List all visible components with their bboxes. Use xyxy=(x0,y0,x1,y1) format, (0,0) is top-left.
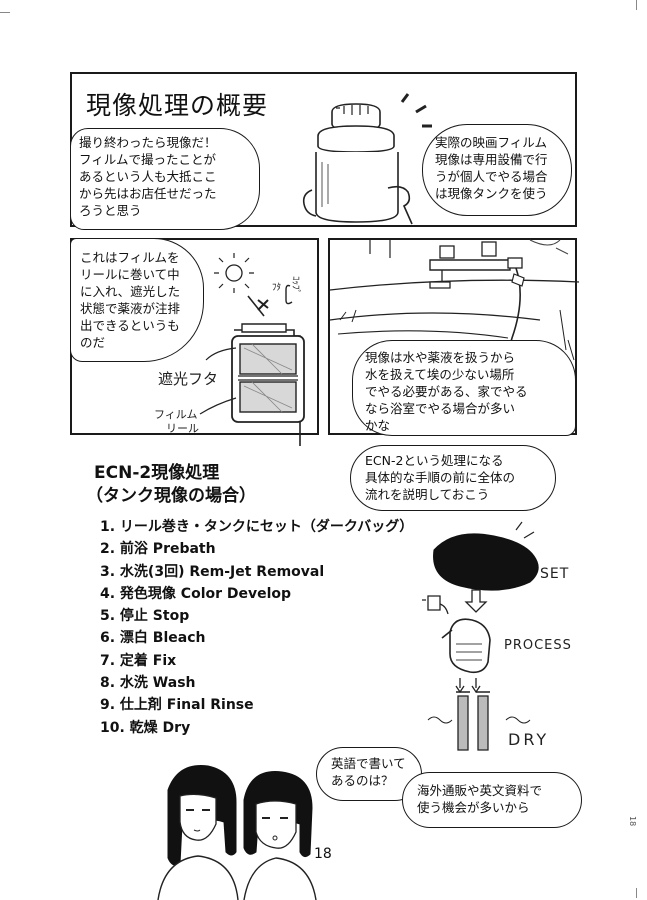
label-cup-cap: ｺｯﾌﾟ xyxy=(290,276,300,294)
bubble-line: 海外通販や英文資料で xyxy=(417,783,543,798)
bubble-line: 現像は水や薬液を扱うから xyxy=(365,350,516,365)
process-flow-illustration xyxy=(422,521,539,751)
label-set: SET xyxy=(540,566,570,582)
bubble-line: に入れ、遮光した xyxy=(80,284,181,299)
tank-reel-diagram xyxy=(199,253,305,446)
label-reel: リール xyxy=(166,422,199,435)
process-steps-list: 1. リール巻き・タンクにセット（ダークバッグ） 2. 前浴 Prebath 3… xyxy=(100,516,413,739)
speech-bubble-film-tank: 実際の映画フィルム 現像は専用設備で行 うが個人でやる場合 は現像タンクを使う xyxy=(422,124,572,216)
crop-mark-top-right xyxy=(636,0,637,10)
bubble-line: フィルムで撮ったことが xyxy=(79,152,217,167)
speech-bubble-question: 英語で書いて あるのは？ xyxy=(316,747,422,801)
bubble-line: うが個人でやる場合 xyxy=(435,169,548,184)
speech-bubble-bathroom: 現像は水や薬液を扱うから 水を扱えて埃の少ない場所 でやる必要がある、家でやる … xyxy=(352,340,576,436)
bubble-line: かな xyxy=(365,418,391,433)
bubble-line: でやる必要がある、家でやる xyxy=(365,384,528,399)
bubble-line: 実際の映画フィルム xyxy=(435,135,548,150)
bubble-line: あるのは？ xyxy=(331,773,394,788)
speech-bubble-tank-explain: これはフィルムを リールに巻いて中 に入れ、遮光した 状態で薬液が注排 出できる… xyxy=(70,238,204,362)
list-item: 7. 定着 Fix xyxy=(100,652,177,669)
label-cup: ｺｯﾌﾟ xyxy=(290,276,300,295)
bubble-line: なら浴室でやる場合が多い xyxy=(365,401,516,416)
list-item: 6. 漂白 Bleach xyxy=(100,630,206,647)
bubble-line: リールに巻いて中 xyxy=(80,267,180,282)
margin-page-number: 18 xyxy=(628,816,637,827)
characters-illustration xyxy=(157,765,317,900)
section-title-line1: ECN-2現像処理 xyxy=(94,463,220,483)
speech-bubble-ecn2: ECN-2という処理になる 具体的な手順の前に全体の 流れを説明しておこう xyxy=(350,445,556,511)
section-title: ECN-2現像処理 （タンク現像の場合） xyxy=(86,462,256,508)
developing-tank-illustration xyxy=(302,93,432,225)
speech-bubble-answer: 海外通販や英文資料で 使う機会が多いから xyxy=(402,772,582,828)
bubble-line: あるという人も大抵ここ xyxy=(79,169,217,184)
bubble-line: これはフィルムを xyxy=(80,250,180,265)
page-title: 現像処理の概要 xyxy=(86,91,269,120)
panel-bathroom: 現像は水や薬液を扱うから 水を扱えて埃の少ない場所 でやる必要がある、家でやる … xyxy=(328,238,580,436)
list-item: 2. 前浴 Prebath xyxy=(100,541,216,558)
bubble-line: 撮り終わったら現像だ！ xyxy=(79,135,217,150)
bubble-line: ECN-2という処理になる xyxy=(365,453,504,468)
bubble-line: 現像は専用設備で行 xyxy=(435,152,548,167)
section-title-line2: （タンク現像の場合） xyxy=(86,486,256,506)
bubble-line: 流れを説明しておこう xyxy=(365,487,490,502)
list-item: 8. 水洗 Wash xyxy=(100,675,196,692)
label-shade-cap: 遮光フタ xyxy=(158,370,219,388)
bubble-line: 英語で書いて xyxy=(331,756,406,771)
crop-mark-bottom-right xyxy=(636,888,637,898)
bubble-line: から先はお店任せだった xyxy=(79,186,217,201)
label-film: フィルム xyxy=(154,408,198,421)
panel-overview: 現像処理の概要 撮り終わったら現像だ！ フィルムで撮ったことが あるという人も大… xyxy=(70,72,577,230)
list-item: 5. 停止 Stop xyxy=(100,608,190,625)
bubble-line: 使う機会が多いから xyxy=(417,800,530,815)
label-dry: DRY xyxy=(508,730,550,749)
list-item: 1. リール巻き・タンクにセット（ダークバッグ） xyxy=(100,519,414,535)
bubble-line: は現像タンクを使う xyxy=(435,186,548,201)
label-process: PROCESS xyxy=(504,638,572,653)
list-item: 3. 水洗(3回) Rem-Jet Removal xyxy=(100,563,325,580)
list-item: 10. 乾燥 Dry xyxy=(100,719,191,736)
crop-mark-top-left xyxy=(0,12,10,13)
list-item: 9. 仕上剤 Final Rinse xyxy=(100,697,254,714)
bubble-line: 水を扱えて埃の少ない場所 xyxy=(365,367,515,382)
bubble-line: 出できるというも xyxy=(80,318,180,333)
list-item: 4. 発色現像 Color Develop xyxy=(100,585,292,602)
bubble-line: 具体的な手順の前に全体の xyxy=(365,470,516,485)
panel-tank-diagram: ｺｯﾌﾟ ﾌﾀ 遮光フタ フィルム リール これはフィルムを リールに巻いて中 … xyxy=(70,238,319,446)
bathroom-faucet-illustration xyxy=(329,239,580,429)
bubble-line: のだ xyxy=(80,335,106,350)
page-number: 18 xyxy=(314,846,332,862)
speech-bubble-intro: 撮り終わったら現像だ！ フィルムで撮ったことが あるという人も大抵ここ から先は… xyxy=(70,128,260,230)
bubble-line: 状態で薬液が注排 xyxy=(80,301,181,316)
label-cap: ﾌﾀ xyxy=(272,283,282,293)
bubble-line: ろうと思う xyxy=(79,203,142,218)
